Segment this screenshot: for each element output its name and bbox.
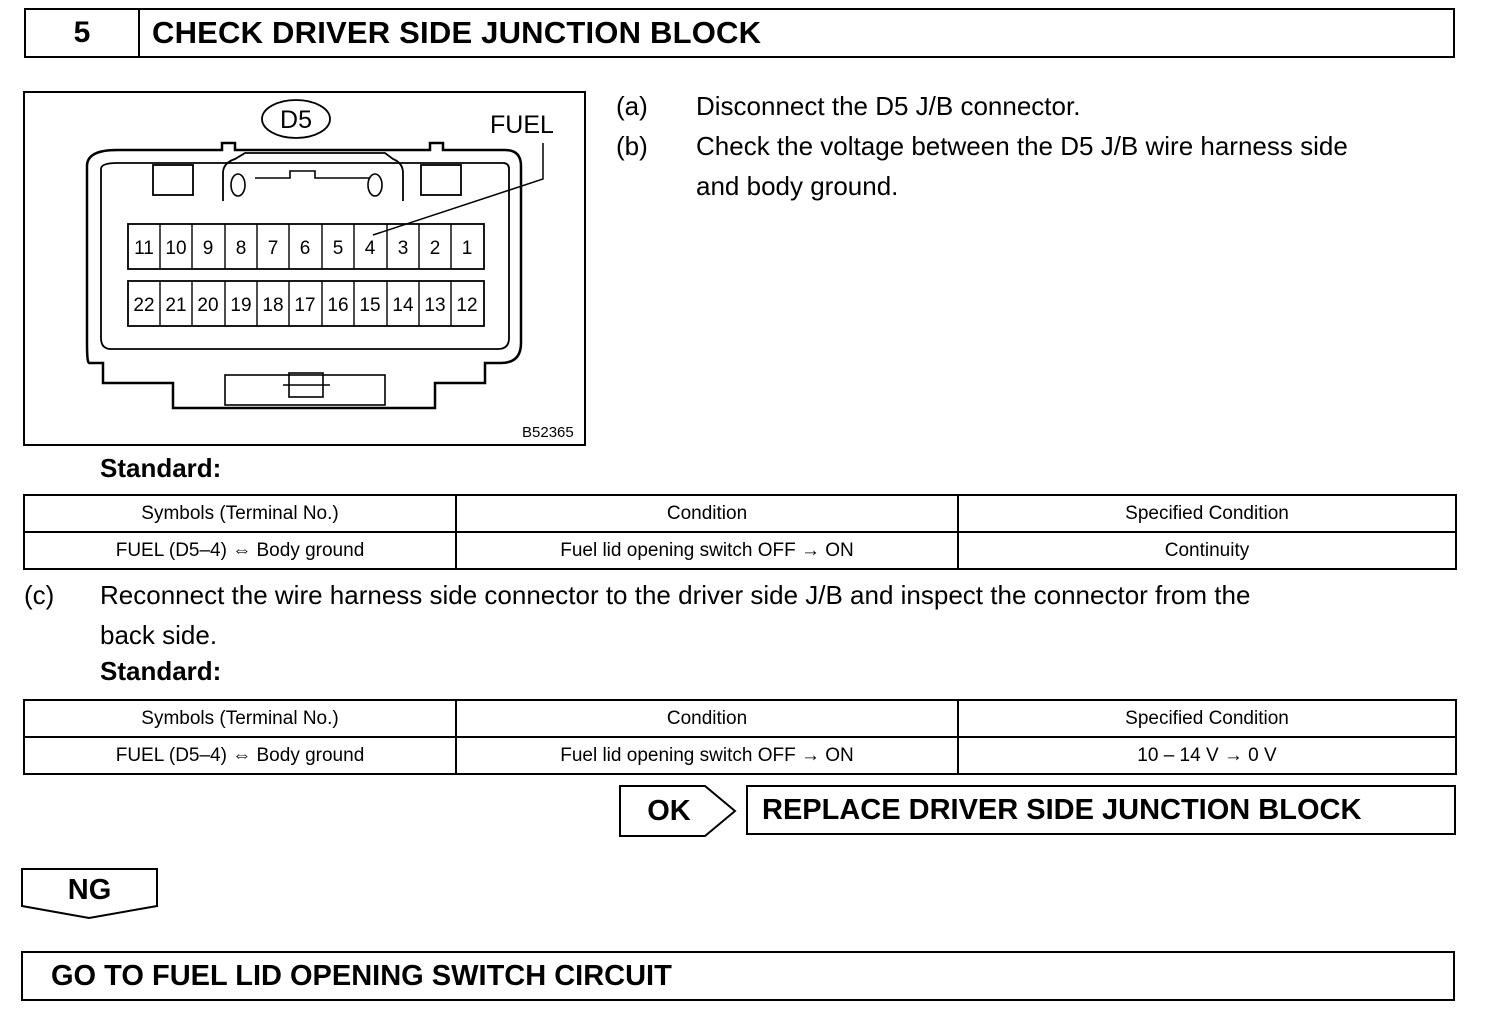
figure-id: B52365 (522, 424, 574, 441)
pin-label: 11 (134, 238, 154, 259)
ok-result-tag: OK (619, 785, 739, 837)
step-text: Disconnect the D5 J/B connector. (696, 91, 1081, 121)
spec-table-voltage: Symbols (Terminal No.) Condition Specifi… (23, 699, 1457, 775)
pin-label: 20 (197, 295, 218, 316)
table-header: Symbols (Terminal No.) (23, 494, 457, 533)
pin-label: 8 (236, 238, 247, 259)
pin-label: 17 (294, 295, 315, 316)
table-cell: FUEL (D5–4) ⇔ Body ground (23, 531, 457, 570)
arrow-down-icon (21, 868, 158, 920)
table-header: Specified Condition (957, 699, 1457, 738)
table-header: Condition (455, 494, 959, 533)
step-number: 5 (26, 10, 140, 56)
step-letter: (b) (616, 131, 648, 161)
step-b: (b) Check the voltage between the D5 J/B… (616, 126, 1476, 206)
table-header: Specified Condition (957, 494, 1457, 533)
pin-label: 16 (327, 295, 348, 316)
pin-label: 13 (424, 295, 445, 316)
pin-label: 5 (333, 238, 344, 259)
connector-drawing: 11 10 9 8 7 6 5 4 3 2 1 22 21 20 19 18 1… (85, 99, 574, 441)
standard-label: Standard: (100, 656, 222, 686)
pin-label: 15 (359, 295, 380, 316)
connector-diagram: 11 10 9 8 7 6 5 4 3 2 1 22 21 20 19 18 1… (23, 91, 586, 446)
step-text: and body ground. (696, 171, 899, 201)
pin-label: 2 (430, 238, 441, 259)
table-cell: 10 – 14 V → 0 V (957, 736, 1457, 775)
standard-label: Standard: (100, 453, 222, 483)
ok-label: OK (647, 794, 691, 827)
pin-label: 7 (268, 238, 279, 259)
table-header: Condition (455, 699, 959, 738)
pin-label: 9 (203, 238, 214, 259)
pin-label: 6 (300, 238, 311, 259)
step-letter: (c) (24, 580, 55, 610)
step-letter: (a) (616, 91, 648, 121)
pin-label: 14 (392, 295, 414, 316)
ng-result-tag: NG (21, 868, 158, 920)
arrow-right-icon (619, 785, 737, 837)
pin-label: 3 (398, 238, 409, 259)
connector-label: D5 (280, 106, 312, 134)
spec-table-continuity: Symbols (Terminal No.) Condition Specifi… (23, 494, 1457, 570)
callout-label: FUEL (490, 111, 554, 139)
step-a: (a) Disconnect the D5 J/B connector. (616, 86, 1476, 126)
pin-label: 12 (456, 295, 477, 316)
table-header: Symbols (Terminal No.) (23, 699, 457, 738)
pin-label: 21 (165, 295, 186, 316)
ng-action-box: GO TO FUEL LID OPENING SWITCH CIRCUIT (21, 951, 1455, 1001)
step-text: Check the voltage between the D5 J/B wir… (696, 131, 1348, 161)
step-c: (c) Reconnect the wire harness side conn… (24, 575, 1464, 655)
pin-label: 10 (165, 238, 186, 259)
table-cell: Fuel lid opening switch OFF → ON (455, 531, 959, 570)
step-text: back side. (100, 620, 218, 650)
ng-label: NG (67, 873, 112, 906)
table-cell: Continuity (957, 531, 1457, 570)
step-header: 5 CHECK DRIVER SIDE JUNCTION BLOCK (24, 8, 1455, 58)
ok-action-box: REPLACE DRIVER SIDE JUNCTION BLOCK (746, 785, 1456, 835)
pin-label: 19 (230, 295, 251, 316)
table-cell: Fuel lid opening switch OFF → ON (455, 736, 959, 775)
step-title: CHECK DRIVER SIDE JUNCTION BLOCK (152, 15, 762, 50)
pin-label: 1 (462, 238, 473, 259)
pin-label: 4 (365, 238, 376, 259)
step-text: Reconnect the wire harness side connecto… (100, 580, 1251, 610)
pin-label: 18 (262, 295, 283, 316)
pin-label: 22 (133, 295, 154, 316)
table-cell: FUEL (D5–4) ⇔ Body ground (23, 736, 457, 775)
